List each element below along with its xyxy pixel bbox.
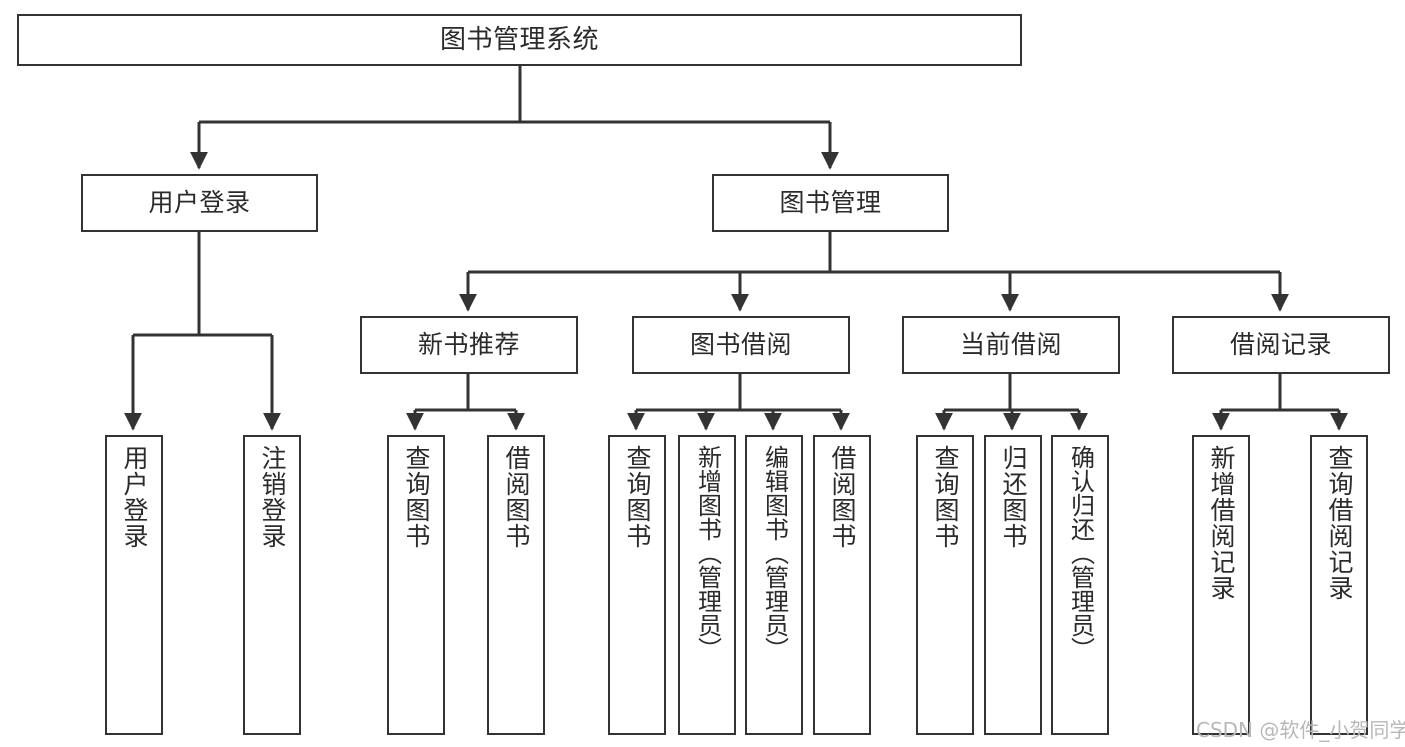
node-label: 新增图书（管理员） — [693, 445, 722, 661]
node-leaf-user-logout[interactable]: 注销登录 — [243, 435, 301, 735]
node-label: 编辑图书（管理员） — [760, 445, 789, 661]
node-book-management[interactable]: 图书管理 — [712, 174, 949, 232]
node-label: 用户登录 — [148, 188, 251, 218]
node-label: 图书管理 — [779, 188, 882, 218]
node-leaf-user-login[interactable]: 用户登录 — [105, 435, 163, 735]
node-label: 借阅记录 — [1229, 330, 1332, 360]
node-leaf-borrow-book-recommend[interactable]: 借阅图书 — [487, 435, 545, 735]
node-leaf-edit-book-admin[interactable]: 编辑图书（管理员） — [745, 435, 803, 735]
node-new-book-recommend[interactable]: 新书推荐 — [360, 316, 578, 374]
node-root-book-management-system[interactable]: 图书管理系统 — [17, 14, 1022, 66]
node-label: 归还图书 — [999, 445, 1028, 549]
node-label: 借阅图书 — [502, 445, 531, 549]
node-label: 注销登录 — [258, 445, 287, 549]
node-label: 当前借阅 — [959, 330, 1062, 360]
node-label: 新增借阅记录 — [1207, 445, 1236, 601]
node-leaf-add-borrow-record[interactable]: 新增借阅记录 — [1192, 435, 1250, 735]
node-leaf-query-borrow-record[interactable]: 查询借阅记录 — [1310, 435, 1368, 735]
node-label: 查询借阅记录 — [1325, 445, 1354, 601]
node-book-borrow[interactable]: 图书借阅 — [632, 316, 850, 374]
node-leaf-query-book-recommend[interactable]: 查询图书 — [387, 435, 445, 735]
node-label: 图书管理系统 — [439, 24, 599, 55]
node-current-borrow[interactable]: 当前借阅 — [902, 316, 1120, 374]
node-leaf-return-book[interactable]: 归还图书 — [984, 435, 1042, 735]
node-leaf-confirm-return-admin[interactable]: 确认归还（管理员） — [1051, 435, 1109, 735]
node-label: 借阅图书 — [828, 445, 857, 549]
node-leaf-query-book-borrow[interactable]: 查询图书 — [608, 435, 666, 735]
node-leaf-query-book-current[interactable]: 查询图书 — [916, 435, 974, 735]
node-label: 查询图书 — [402, 445, 431, 549]
node-label: 确认归还（管理员） — [1066, 445, 1095, 661]
node-label: 用户登录 — [120, 445, 149, 549]
node-label: 查询图书 — [931, 445, 960, 549]
node-borrow-record[interactable]: 借阅记录 — [1172, 316, 1390, 374]
node-user-login[interactable]: 用户登录 — [81, 174, 318, 232]
node-leaf-borrow-book-borrow[interactable]: 借阅图书 — [813, 435, 871, 735]
csdn-watermark: CSDN @软件_小贺同学 — [1196, 718, 1405, 742]
node-leaf-add-book-admin[interactable]: 新增图书（管理员） — [678, 435, 736, 735]
node-label: 查询图书 — [623, 445, 652, 549]
node-label: 新书推荐 — [417, 330, 520, 360]
node-label: 图书借阅 — [689, 330, 792, 360]
